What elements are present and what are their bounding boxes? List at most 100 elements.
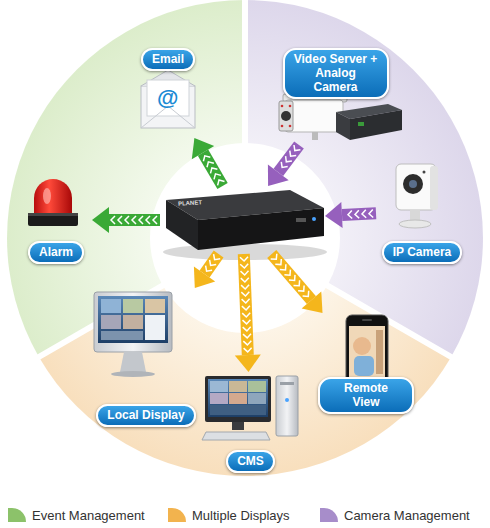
video-tile xyxy=(248,393,266,404)
arrow-chevron xyxy=(153,216,157,224)
arrow-head xyxy=(235,355,261,373)
server-front xyxy=(350,110,402,140)
arrow-chevron xyxy=(241,278,249,282)
camera-side xyxy=(430,166,438,210)
arrow-head xyxy=(194,267,215,288)
chevron-arrow xyxy=(192,138,228,189)
video-tile xyxy=(101,299,121,313)
lens-glass xyxy=(409,180,417,188)
arrow-head xyxy=(92,207,109,233)
arrow-chevron xyxy=(303,291,309,297)
alarm-icon xyxy=(28,179,78,226)
arrow-chevron xyxy=(242,313,250,317)
ir-led xyxy=(289,105,292,108)
device-node: Remote View xyxy=(318,313,414,414)
arrow-chevron xyxy=(139,216,143,224)
arrow-chevron xyxy=(294,280,300,286)
arrow-chevron xyxy=(214,254,221,260)
legend-text: Multiple Displays xyxy=(192,508,290,523)
video-tile xyxy=(101,315,121,329)
sensor-dot xyxy=(423,171,426,174)
monitor-frame xyxy=(205,376,271,422)
device-front xyxy=(198,208,324,250)
beacon-base xyxy=(28,213,78,226)
video-tile xyxy=(123,299,143,313)
arrow-shaft xyxy=(198,150,228,189)
chevron-arrow xyxy=(92,207,160,233)
arrow-chevron xyxy=(111,216,115,224)
label-pill: CMS xyxy=(226,450,275,473)
local-display-icon xyxy=(94,292,172,377)
phone-screen xyxy=(349,326,385,378)
center-hole xyxy=(150,143,340,333)
video-tile xyxy=(229,381,247,392)
legend-swatch xyxy=(8,508,26,522)
legend-swatch xyxy=(320,508,338,522)
arrow-chevron xyxy=(214,174,221,180)
camera-lens xyxy=(403,174,423,194)
arrow-chevron xyxy=(281,162,287,168)
arrow-chevron xyxy=(243,341,251,345)
monitor-screen xyxy=(98,296,168,343)
device-led xyxy=(312,217,316,221)
device-button xyxy=(296,218,306,222)
beacon-dome xyxy=(34,179,72,214)
arrow-chevron xyxy=(271,254,277,260)
arrow-chevron xyxy=(286,156,292,162)
arrow-chevron xyxy=(242,306,250,310)
arrow-chevron xyxy=(280,264,286,270)
server-side xyxy=(336,112,350,140)
video-tile xyxy=(248,381,266,392)
arrow-chevron xyxy=(244,348,252,352)
arrow-chevron xyxy=(241,285,249,289)
arrow-chevron xyxy=(125,216,129,224)
arrow-shaft xyxy=(109,214,160,226)
arrow-shaft xyxy=(238,254,254,355)
device-node: Alarm xyxy=(20,176,92,264)
arrow-chevron xyxy=(241,292,249,296)
recorder-device: PLANET xyxy=(160,186,325,254)
power-led xyxy=(285,398,289,402)
arrow-chevron xyxy=(243,334,251,338)
arrow-shaft xyxy=(267,250,316,304)
arrow-chevron xyxy=(241,271,249,275)
list-panel xyxy=(145,315,165,340)
monitor-screen xyxy=(208,379,268,417)
server-port xyxy=(358,122,364,126)
arrow-chevron xyxy=(240,264,248,268)
legend-text: Camera Management xyxy=(344,508,470,523)
device-node: Local Display xyxy=(85,288,207,427)
drive-bay xyxy=(280,382,294,385)
device-node: Video Server + Analog Camera xyxy=(268,48,403,145)
arrow-chevron xyxy=(298,286,304,292)
chevron-arrow xyxy=(267,250,322,313)
arrow-chevron xyxy=(118,216,122,224)
arrow-shaft xyxy=(274,141,304,176)
arrow-chevron xyxy=(348,211,352,219)
arrow-chevron xyxy=(207,162,214,168)
arrow-chevron xyxy=(284,270,290,276)
label-pill: Email xyxy=(141,48,195,71)
arrow-head xyxy=(268,165,289,186)
camera-foot xyxy=(399,220,431,228)
arrow-head xyxy=(325,202,343,228)
legend-swatch xyxy=(168,508,186,522)
email-icon xyxy=(141,70,195,128)
arrow-head xyxy=(302,292,323,313)
video-tile xyxy=(101,331,143,340)
label-pill: Alarm xyxy=(28,241,84,264)
beacon-rim xyxy=(28,213,78,216)
arrow-chevron xyxy=(242,299,250,303)
video-tile xyxy=(210,405,266,415)
cms-icon xyxy=(202,376,298,440)
legend: Event ManagementMultiple DisplaysCamera … xyxy=(0,505,490,525)
camera-mount xyxy=(312,132,318,140)
arrow-chevron xyxy=(369,210,373,218)
arrow-chevron xyxy=(240,257,248,261)
video-tile xyxy=(210,393,228,404)
arrow-chevron xyxy=(294,145,300,151)
arrow-shaft xyxy=(200,251,224,278)
envelope-letter xyxy=(147,80,189,116)
